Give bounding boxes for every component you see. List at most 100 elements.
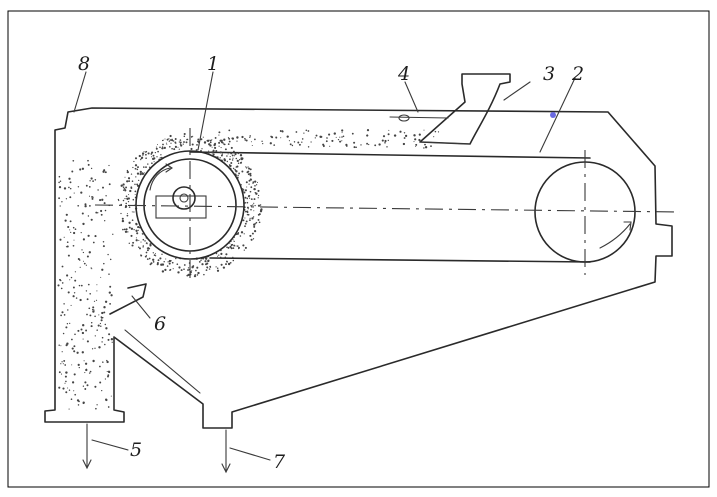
- particle-dot: [105, 327, 108, 330]
- particle-dot: [159, 146, 161, 149]
- particle-dot: [386, 146, 388, 148]
- particle-dot: [99, 365, 101, 368]
- particle-dot: [58, 181, 60, 184]
- particle-dot: [243, 233, 245, 235]
- particle-dot: [97, 189, 99, 191]
- particle-dot: [76, 351, 79, 354]
- particle-dot: [83, 360, 85, 362]
- particle-dot: [237, 152, 240, 155]
- particle-dot: [133, 211, 135, 213]
- particle-dot: [85, 184, 88, 187]
- particle-dot: [82, 251, 85, 254]
- particle-dot: [231, 137, 234, 140]
- particle-dot: [68, 389, 71, 391]
- particle-dot: [244, 222, 247, 225]
- particle-dot: [424, 143, 426, 146]
- particle-dot: [257, 218, 260, 221]
- particle-dot: [215, 266, 217, 268]
- particle-dot: [145, 242, 148, 245]
- particle-dot: [82, 238, 85, 241]
- particle-dot: [368, 143, 370, 146]
- particle-dot: [433, 136, 435, 138]
- particle-cloud: [57, 129, 440, 410]
- particle-dot: [163, 146, 166, 150]
- particle-dot: [243, 191, 246, 194]
- particle-dot: [65, 198, 68, 200]
- particle-dot: [94, 315, 96, 318]
- particle-dot: [200, 259, 202, 261]
- particle-dot: [94, 335, 96, 337]
- particle-dot: [140, 241, 142, 243]
- particle-dot: [205, 263, 207, 266]
- particle-dot: [273, 144, 276, 146]
- particle-dot: [80, 284, 83, 287]
- particle-dot: [124, 198, 126, 200]
- particle-dot: [100, 209, 103, 213]
- centerline-horizontal: [94, 204, 681, 213]
- particle-dot: [81, 351, 84, 354]
- particle-dot: [71, 381, 75, 384]
- particle-dot: [82, 222, 85, 226]
- particle-dot: [68, 408, 70, 410]
- particle-dot: [254, 204, 256, 207]
- particle-dot: [211, 151, 214, 154]
- particle-dot: [95, 407, 97, 410]
- particle-dot: [249, 217, 251, 220]
- particle-dot: [127, 197, 130, 200]
- label-7: 7: [273, 451, 286, 473]
- particle-dot: [197, 271, 200, 275]
- inlet-lower-lip: [419, 141, 471, 145]
- particle-dot: [215, 252, 218, 255]
- particle-dot: [387, 133, 390, 136]
- particle-dot: [127, 177, 131, 180]
- particle-dot: [102, 241, 105, 243]
- particle-dot: [238, 172, 241, 175]
- particle-dot: [224, 148, 227, 151]
- particle-dot: [307, 146, 310, 148]
- particle-dot: [124, 189, 127, 192]
- particle-dot: [106, 370, 108, 373]
- particle-dot: [84, 388, 87, 390]
- particle-dot: [63, 187, 67, 190]
- particle-dot: [173, 148, 176, 151]
- particle-dot: [73, 350, 76, 353]
- particle-dot: [143, 166, 145, 168]
- particle-dot: [413, 141, 415, 143]
- particle-dot: [79, 266, 81, 268]
- particle-dot: [169, 134, 172, 138]
- particle-dot: [88, 186, 91, 188]
- belt-upper-run: [189, 151, 591, 159]
- particle-dot: [331, 139, 334, 142]
- drum-hub: [172, 186, 196, 210]
- particle-dot: [223, 159, 226, 161]
- particle-dot: [180, 269, 183, 272]
- particle-dot: [259, 204, 262, 206]
- particle-dot: [177, 271, 180, 274]
- particle-dot: [85, 264, 87, 266]
- particle-dot: [203, 273, 205, 276]
- particle-dot: [103, 311, 106, 314]
- particle-dot: [418, 133, 421, 136]
- particle-dot: [257, 189, 260, 192]
- particle-dot: [253, 202, 255, 204]
- particle-dot: [203, 141, 207, 144]
- particle-dot: [254, 138, 256, 141]
- particle-dot: [84, 205, 87, 208]
- particle-dot: [219, 157, 221, 159]
- particle-dot: [246, 210, 249, 213]
- particle-dot: [130, 227, 134, 230]
- particle-dot: [87, 283, 90, 286]
- particle-dot: [295, 131, 298, 133]
- particle-dot: [179, 139, 182, 141]
- particle-dot: [94, 179, 97, 181]
- particle-dot: [71, 338, 73, 341]
- particle-dot: [59, 180, 62, 182]
- particle-dot: [234, 152, 237, 155]
- particle-dot: [87, 215, 90, 217]
- particle-dot: [211, 139, 213, 141]
- particle-dot: [84, 362, 88, 365]
- particle-dot: [63, 359, 66, 362]
- particle-dot: [252, 238, 255, 240]
- particle-dot: [219, 256, 222, 259]
- particle-dot: [146, 249, 149, 252]
